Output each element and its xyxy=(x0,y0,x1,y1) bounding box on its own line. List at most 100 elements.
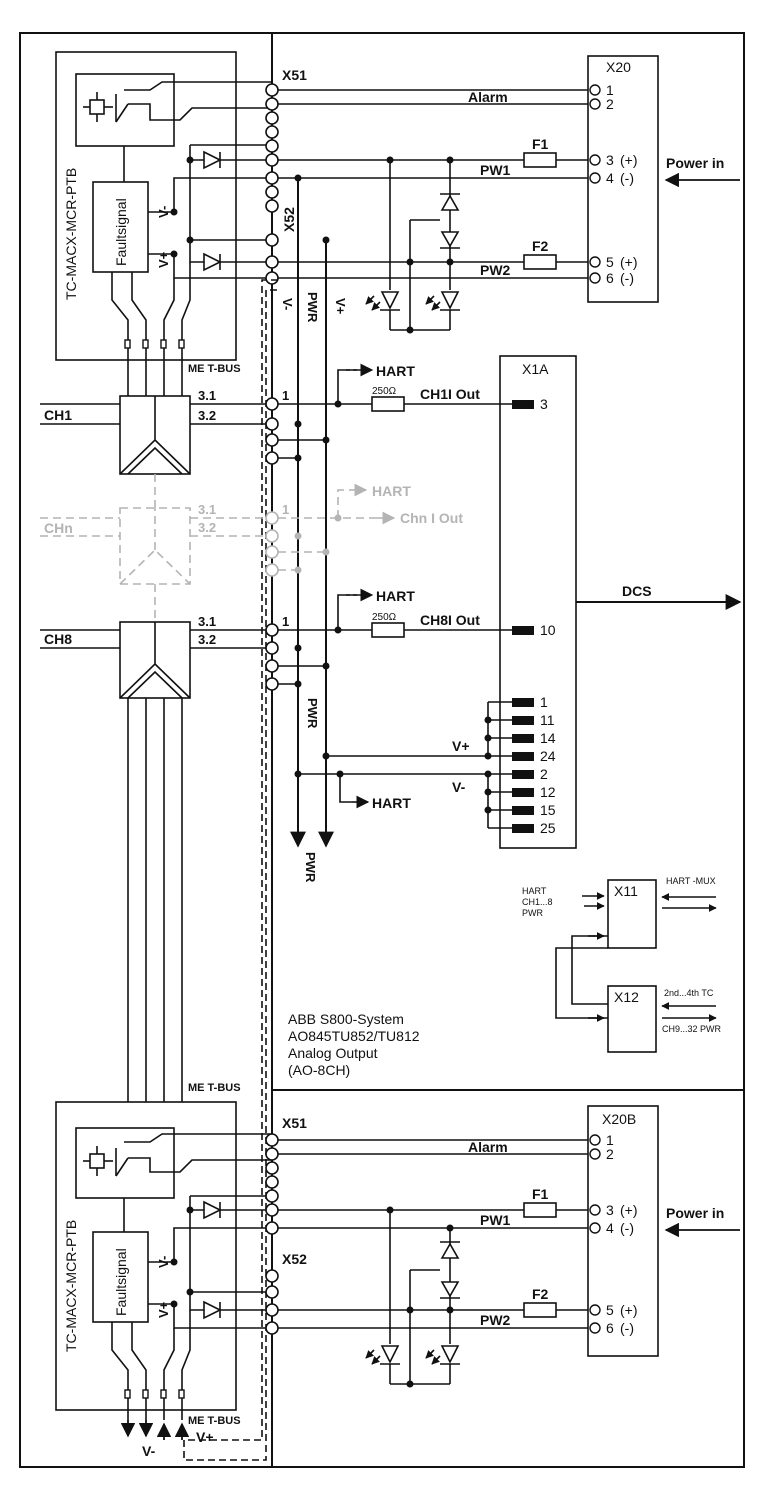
system-line-4: (AO-8CH) xyxy=(288,1062,350,1078)
bottom-module-dots xyxy=(170,1206,194,1308)
x1a-vplus-pin-4: 24 xyxy=(540,748,556,764)
top-zeners-leds xyxy=(365,193,460,311)
chn-p32: 3.2 xyxy=(198,520,216,535)
x11-x12-arrows xyxy=(582,892,717,1022)
x20b-pin-1: 1 xyxy=(606,1132,614,1148)
top-f2-label: F2 xyxy=(532,238,549,254)
ch8-dots xyxy=(294,626,342,688)
x20-pin-4-sign: (-) xyxy=(620,170,634,186)
ch1-pin: 1 xyxy=(282,388,289,403)
x1a-vplus-pin-1: 1 xyxy=(540,694,548,710)
bus-lines xyxy=(297,178,327,830)
ch1-resistor xyxy=(371,396,405,412)
x20-pin-1: 1 xyxy=(606,82,614,98)
x20b-pin-5-sign: (+) xyxy=(620,1302,638,1318)
bottom-x51-terminals xyxy=(265,1133,279,1335)
bottom-f1-label: F1 xyxy=(532,1186,549,1202)
ch1-name: CH1 xyxy=(44,407,72,423)
x20-pin-2: 2 xyxy=(606,96,614,112)
x1a-vplus-pin-3: 14 xyxy=(540,730,556,746)
ch8-resistor-label: 250Ω xyxy=(372,612,397,623)
top-x51-label: X51 xyxy=(282,67,307,83)
bottom-diodes xyxy=(203,1200,222,1320)
ch8-p31: 3.1 xyxy=(198,614,216,629)
x20-pin-5: 5 xyxy=(606,254,614,270)
chn-terminals xyxy=(265,511,279,577)
bottom-vminus-label: V- xyxy=(156,1256,171,1268)
tbus-trunk xyxy=(127,698,183,1102)
x20-pin-circles xyxy=(589,84,601,284)
ch8-x1a-pin-mark xyxy=(512,626,534,635)
ch1-p32: 3.2 xyxy=(198,408,216,423)
dashed-loop xyxy=(183,279,280,1461)
ch1-x1a-pin: 3 xyxy=(540,396,548,412)
chn-hart-label: HART xyxy=(372,483,411,499)
x1a-vminus-pin-4: 25 xyxy=(540,820,556,836)
bottom-pw1-label: PW1 xyxy=(480,1212,511,1228)
x20-pin-5-sign: (+) xyxy=(620,254,638,270)
chn-out-label: Chn I Out xyxy=(400,510,463,526)
ch1-hart-label: HART xyxy=(376,363,415,379)
bottom-fuses xyxy=(523,1202,557,1318)
x20b-box xyxy=(587,1105,659,1357)
top-x52-label: X52 xyxy=(281,207,297,232)
top-pw1-label: PW1 xyxy=(480,162,511,178)
mid-tbus-label: ME T-BUS xyxy=(188,1082,241,1094)
top-vminus-label: V- xyxy=(156,206,171,218)
top-fuses xyxy=(523,152,557,270)
x11-left-line-2: CH1...8 xyxy=(522,897,553,907)
ch1-out-label: CH1I Out xyxy=(420,386,480,402)
chn-group xyxy=(40,474,372,622)
system-line-1: ABB S800-System xyxy=(288,1011,404,1027)
x20b-pin-circles xyxy=(589,1134,601,1334)
top-alarm-label: Alarm xyxy=(468,89,508,105)
ch1-terminals xyxy=(265,397,279,465)
x1a-vplus-pin-2: 11 xyxy=(540,712,555,728)
ch1-p31: 3.1 xyxy=(198,388,216,403)
top-fuse-marks xyxy=(124,339,185,349)
bottom-module xyxy=(55,1101,272,1420)
x20-pin-6: 6 xyxy=(606,270,614,286)
ch8-resistor xyxy=(371,622,405,638)
ch1-group xyxy=(40,360,512,475)
x11-title: X11 xyxy=(614,883,638,899)
x20b-pin-6-sign: (-) xyxy=(620,1320,634,1336)
x11-left-line-3: PWR xyxy=(522,908,543,918)
chn-p31: 3.1 xyxy=(198,502,216,517)
system-line-3: Analog Output xyxy=(288,1045,378,1061)
bottom-power-in-label: Power in xyxy=(666,1205,724,1221)
top-diodes xyxy=(203,150,222,272)
x20-pin-3-sign: (+) xyxy=(620,152,638,168)
bottom-fuse-marks xyxy=(124,1389,185,1399)
top-f1-label: F1 xyxy=(532,136,549,152)
bottom-power-network xyxy=(278,1139,588,1385)
bottom-hart-label: HART xyxy=(372,795,411,811)
x1a-vminus-pin-1: 2 xyxy=(540,766,548,782)
x1a-supply-dots xyxy=(294,716,492,814)
bottom-x52-label: X52 xyxy=(282,1251,307,1267)
dcs-label: DCS xyxy=(622,583,652,599)
bus-vplus-label: V+ xyxy=(333,298,348,315)
x1a-vminus-pin-3: 15 xyxy=(540,802,556,818)
x20-pin-4: 4 xyxy=(606,170,614,186)
ch8-p32: 3.2 xyxy=(198,632,216,647)
bottom-tbus-label: ME T-BUS xyxy=(188,1415,241,1427)
x1a-vplus-label: V+ xyxy=(452,738,470,754)
top-tbus-label: ME T-BUS xyxy=(188,363,241,375)
top-dots xyxy=(170,156,194,258)
bottom-alarm-label: Alarm xyxy=(468,1139,508,1155)
x11-left-line-1: HART xyxy=(522,886,547,896)
x20-pin-6-sign: (-) xyxy=(620,270,634,286)
bottom-x51-label: X51 xyxy=(282,1115,307,1131)
x20-pin-labels: 1 2 3 (+) 4 (-) 5 (+) 6 (-) xyxy=(606,82,638,286)
ch1-resistor-label: 250Ω xyxy=(372,386,397,397)
x1a-supply-pin-labels: 1 11 14 24 2 12 15 25 xyxy=(540,694,556,836)
top-faultsignal-label: Faultsignal xyxy=(113,198,129,266)
x20b-pin-2: 2 xyxy=(606,1146,614,1162)
x1a-vminus-label: V- xyxy=(452,779,466,795)
top-pw2-label: PW2 xyxy=(480,262,511,278)
chn-pin: 1 xyxy=(282,502,289,517)
bottom-zeners-leds xyxy=(365,1241,460,1365)
ch8-group xyxy=(40,594,512,699)
